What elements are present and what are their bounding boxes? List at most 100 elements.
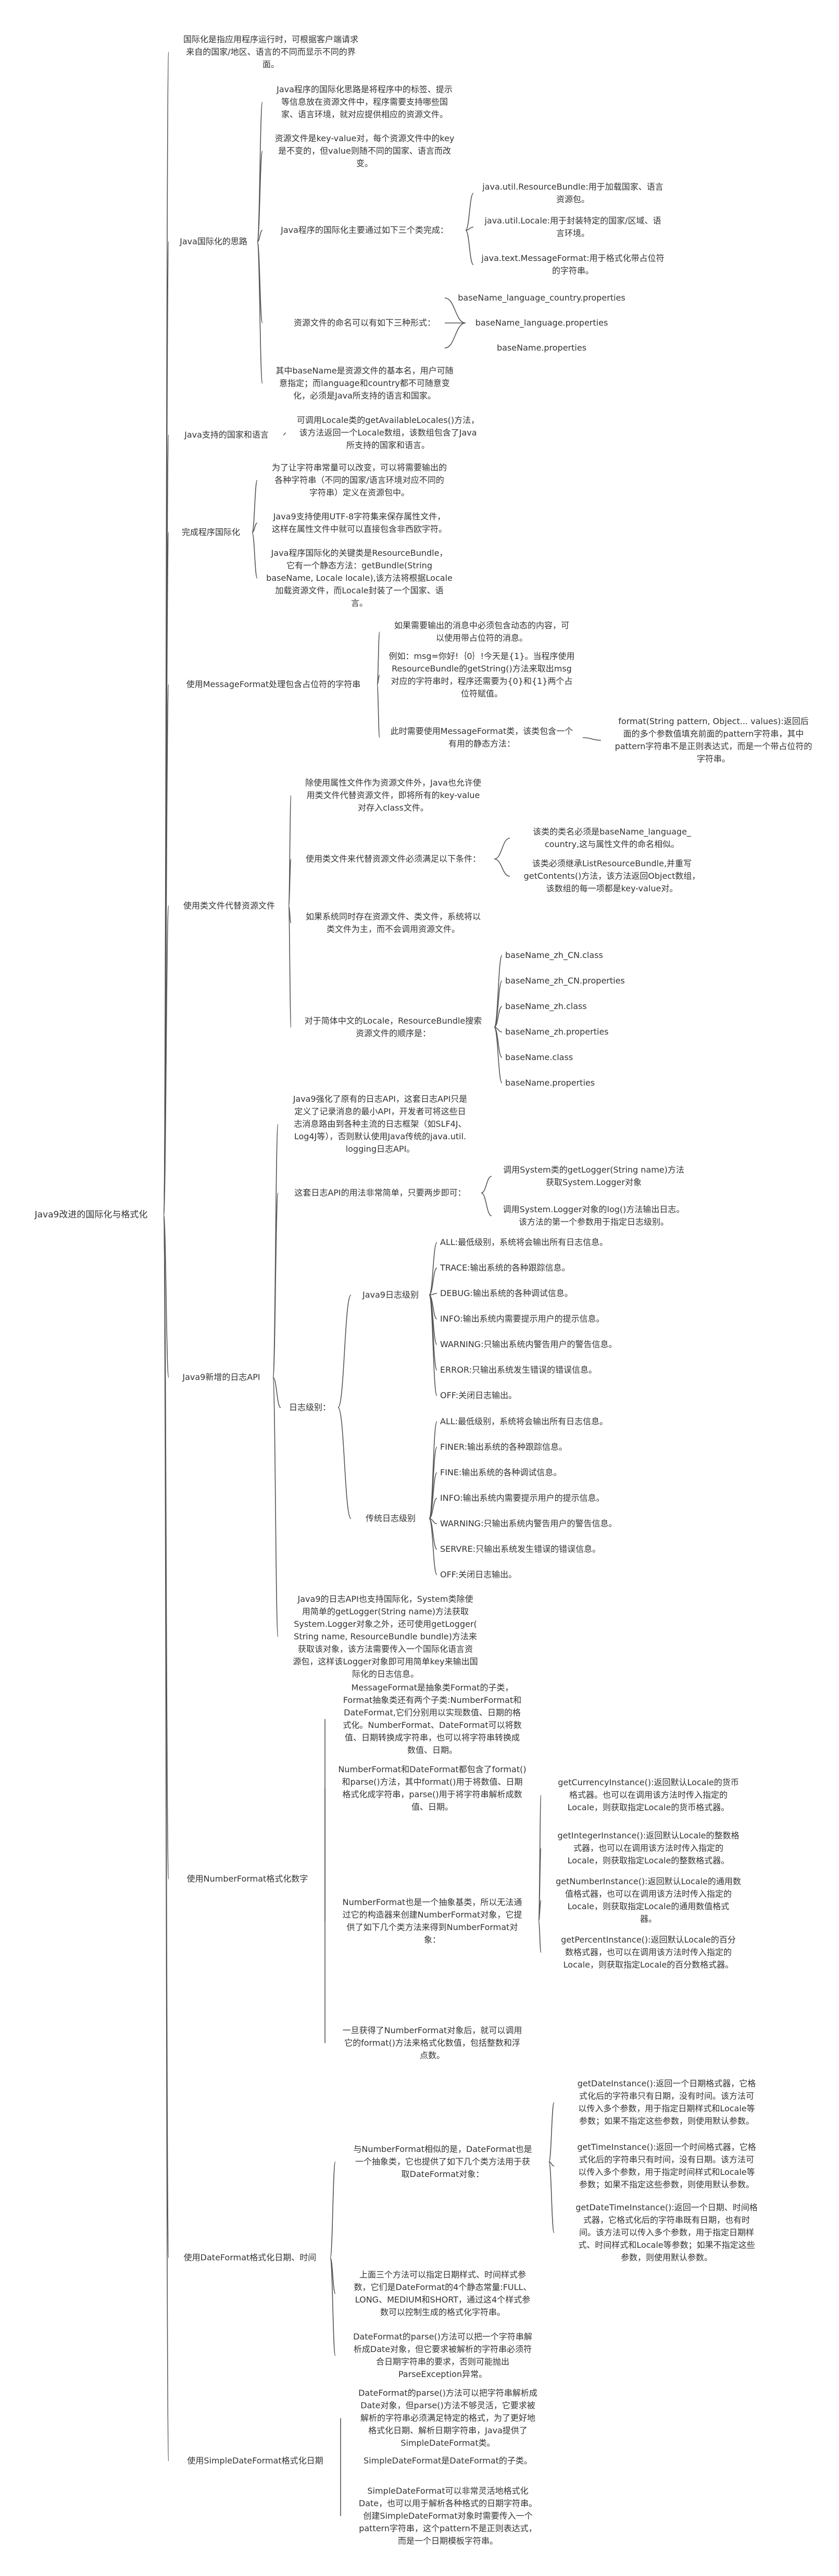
leaf-legacy-level-off[interactable]: OFF:关闭日志输出。 <box>440 1570 517 1579</box>
leaf-java9-level-debug[interactable]: DEBUG:输出系统的各种调试信息。 <box>440 1288 573 1298</box>
connector-b9-b9_3 <box>330 2257 336 2356</box>
leaf-gettimeinstance[interactable]: getTimeInstance():返回一个时间格式器，它格 式化后的字符串只有… <box>577 2142 756 2189</box>
leaf-legacy-level-fine[interactable]: FINE:输出系统的各种调试信息。 <box>440 1467 562 1477</box>
subtopic-search-order[interactable]: 对于简体中文的Locale，ResourceBundle搜索 资源文件的顺序是： <box>304 1016 482 1038</box>
leaf-java9-level-all[interactable]: ALL:最低级别，系统将会输出所有日志信息。 <box>440 1237 608 1247</box>
subtopic-i18n-resource-files[interactable]: Java程序的国际化思路是将程序中的标签、提示 等信息放在资源文件中，程序需要支… <box>277 84 453 119</box>
connector-b7_2-b7_2_1 <box>481 1176 492 1193</box>
subtopic-dateformat-parse[interactable]: DateFormat的parse()方法可以把一个字符串解 析成Date对象，但… <box>353 2332 532 2379</box>
connector-b8_3-b8_3_4 <box>538 1921 542 1953</box>
connector-root-b7 <box>163 1214 169 1378</box>
leaf-getdatetimeinstance[interactable]: getDateTimeInstance():返回一个日期、时间格 式器，它格式化… <box>575 2202 758 2262</box>
root-topic[interactable]: Java9改进的国际化与格式化 <box>34 1210 148 1220</box>
leaf-locale[interactable]: java.util.Locale:用于封装特定的国家/区域、语 言环境。 <box>484 216 661 238</box>
leaf-getpercentinstance[interactable]: getPercentInstance():返回默认Locale的百分 数格式器，… <box>561 1935 736 1970</box>
leaf-java9-level-info[interactable]: INFO:输出系统内需要提示用户的提示信息。 <box>440 1314 605 1324</box>
subtopic-logging-api-intro[interactable]: Java9强化了原有的日志API，这套日志API只是 定义了记录消息的最小API… <box>293 1094 468 1154</box>
subtopic-logging-two-steps[interactable]: 这套日志API的用法非常简单，只要两步即可： <box>294 1188 466 1198</box>
topic-dateformat[interactable]: 使用DateFormat格式化日期、时间 <box>183 2253 317 2262</box>
subtopic-getavailablelocales[interactable]: 可调用Locale类的getAvailableLocales()方法， 该方法返… <box>296 415 480 450</box>
leaf-legacy-level-warning[interactable]: WARNING:只输出系统内警告用户的警告信息。 <box>440 1519 617 1528</box>
topic-simpledateformat[interactable]: 使用SimpleDateFormat格式化日期 <box>187 2456 323 2466</box>
subtopic-legacy-log-levels[interactable]: 传统日志级别 <box>365 1513 416 1523</box>
connector-b7_3_2-b7_3_2_4 <box>429 1498 437 1519</box>
connector-b7_3-b7_3_1 <box>337 1295 352 1408</box>
leaf-legacy-level-finer[interactable]: FINER:输出系统的各种跟踪信息。 <box>440 1442 568 1452</box>
subtopic-logging-i18n[interactable]: Java9的日志API也支持国际化，System类除使 用简单的getLogge… <box>293 1594 478 1679</box>
subtopic-class-file-resources[interactable]: 除使用属性文件作为资源文件外，Java也允许使 用类文件代替资源文件，即将所有的… <box>305 778 481 813</box>
subtopic-utf8-properties[interactable]: Java9支持使用UTF-8字符集来保存属性文件， 这样在属性文件中就可以直接包… <box>271 512 447 534</box>
subtopic-class-file-conditions[interactable]: 使用类文件来代替资源文件必须满足以下条件： <box>305 854 481 864</box>
leaf-getintegerinstance[interactable]: getIntegerInstance():返回默认Locale的整数格 式器，也… <box>557 1831 740 1865</box>
leaf-java9-level-trace[interactable]: TRACE:输出系统的各种跟踪信息。 <box>440 1263 570 1273</box>
subtopic-three-classes[interactable]: Java程序的国际化主要通过如下三个类完成： <box>281 225 448 235</box>
leaf-java9-level-off[interactable]: OFF:关闭日志输出。 <box>440 1390 517 1400</box>
topic-numberformat[interactable]: 使用NumberFormat格式化数字 <box>186 1874 308 1884</box>
topic-supported-locales[interactable]: Java支持的国家和语言 <box>184 430 269 440</box>
connector-b9-b9_1 <box>330 2161 336 2258</box>
subtopic-key-value-pairs[interactable]: 资源文件是key-value对，每个资源文件中的key 是不变的，但value则… <box>274 133 455 168</box>
connector-b2_4-b2_4_1 <box>444 297 466 323</box>
leaf-getcurrencyinstance[interactable]: getCurrencyInstance():返回默认Locale的货币 格式器。… <box>558 1777 739 1812</box>
leaf-naming-form-1[interactable]: baseName_language_country.properties <box>458 293 625 303</box>
leaf-naming-form-2[interactable]: baseName_language.properties <box>475 318 608 328</box>
subtopic-format-and-parse[interactable]: NumberFormat和DateFormat都包含了format() 和par… <box>338 1764 527 1812</box>
topic-class-files[interactable]: 使用类文件代替资源文件 <box>183 901 275 911</box>
subtopic-basename[interactable]: 其中baseName是资源文件的基本名，用户可随 意指定；而language和c… <box>276 366 454 401</box>
connector-b7_2-b7_2_2 <box>481 1192 492 1216</box>
subtopic-simpledateformat-purpose[interactable]: DateFormat的parse()方法可以把字符串解析成 Date对象，但pa… <box>358 2388 537 2448</box>
connector-b7_3-b7_3_2 <box>337 1407 352 1519</box>
subtopic-string-constants[interactable]: 为了让字符串常量可以改变，可以将需要输出的 各种字符串（不同的国家/语言环境对应… <box>271 463 447 497</box>
connector-b7_3_2-b7_3_2_3 <box>429 1472 437 1519</box>
leaf-search-order-2[interactable]: baseName_zh_CN.properties <box>505 976 625 986</box>
leaf-listresourcebundle-rule[interactable]: 该类必须继承ListResourceBundle,并重写 getContents… <box>523 858 700 893</box>
leaf-messageformat[interactable]: java.text.MessageFormat:用于格式化带占位符 的字符串。 <box>481 253 665 276</box>
leaf-search-order-6[interactable]: baseName.properties <box>505 1078 595 1088</box>
leaf-log-step[interactable]: 调用System.Logger对象的log()方法输出日志。 该方法的第一个参数… <box>503 1204 685 1227</box>
subtopic-placeholder-example[interactable]: 例如：msg=你好!｛0｝!今天是{1}。当程序使用 ResourceBundl… <box>389 651 575 699</box>
subtopic-class-file-priority[interactable]: 如果系统同时存在资源文件、类文件，系统将以 类文件为主，而不会调用资源文件。 <box>305 912 481 934</box>
subtopic-log-levels[interactable]: 日志级别： <box>289 1402 331 1412</box>
leaf-resourcebundle[interactable]: java.util.ResourceBundle:用于加载国家、语言 资源包。 <box>482 182 663 204</box>
topic-messageformat[interactable]: 使用MessageFormat处理包含占位符的字符串 <box>186 679 361 689</box>
leaf-getlogger-step[interactable]: 调用System类的getLogger(String name)方法 获取Sys… <box>503 1165 684 1187</box>
subtopic-numberformat-factories[interactable]: NumberFormat也是一个抽象基类，所以无法通 过它的构造器来创建Numb… <box>342 1897 522 1945</box>
connector-b7-b7_4 <box>272 1377 279 1637</box>
connector-b2_4-b2_4_3 <box>444 322 466 349</box>
topic-complete-i18n[interactable]: 完成程序国际化 <box>181 527 240 537</box>
leaf-legacy-level-all[interactable]: ALL:最低级别，系统将会输出所有日志信息。 <box>440 1416 608 1426</box>
leaf-class-name-rule[interactable]: 该类的类名必须是baseName_language_ country,这与属性文… <box>533 827 691 849</box>
leaf-getnumberinstance[interactable]: getNumberInstance():返回默认Locale的通用数 值格式器，… <box>556 1876 741 1924</box>
leaf-search-order-3[interactable]: baseName_zh.class <box>505 1001 587 1011</box>
leaf-naming-form-3[interactable]: baseName.properties <box>496 343 587 353</box>
connector-b9_1-b9_1_2 <box>548 2161 555 2167</box>
subtopic-messageformat-class[interactable]: 此时需要使用MessageFormat类，该类包含一个 有用的静态方法： <box>390 726 573 749</box>
subtopic-simpledateformat-subclass[interactable]: SimpleDateFormat是DateFormat的子类。 <box>364 2456 532 2466</box>
leaf-java9-level-error[interactable]: ERROR:只输出系统发生错误的错误信息。 <box>440 1365 597 1375</box>
connector-b5-b5_3 <box>377 684 380 738</box>
topic-java9-logging-api[interactable]: Java9新增的日志API <box>182 1372 260 1382</box>
subtopic-dateformat-styles[interactable]: 上面三个方法可以指定日期样式、时间样式参 数，它们是DateFormat的4个静… <box>354 2270 532 2317</box>
leaf-search-order-1[interactable]: baseName_zh_CN.class <box>505 950 603 960</box>
subtopic-dateformat-factories[interactable]: 与NumberFormat相似的是，DateFormat也是 一个抽象类，它也提… <box>353 2144 532 2179</box>
connector-b7_3_1-b7_3_1_7 <box>429 1295 437 1396</box>
leaf-legacy-level-info[interactable]: INFO:输出系统内需要提示用户的提示信息。 <box>440 1493 605 1503</box>
subtopic-placeholder-message[interactable]: 如果需要输出的消息中必须包含动态的内容，可 以使用带占位符的消息。 <box>394 620 569 643</box>
connector-b7-b7_2 <box>272 1192 279 1378</box>
connector-b4-b4_3 <box>252 532 258 579</box>
leaf-search-order-4[interactable]: baseName_zh.properties <box>505 1027 609 1037</box>
leaf-getdateinstance[interactable]: getDateInstance():返回一个日期格式器，它格 式化后的字符串只有… <box>577 2079 756 2126</box>
subtopic-java9-log-levels[interactable]: Java9日志级别 <box>362 1290 419 1300</box>
leaf-search-order-5[interactable]: baseName.class <box>505 1052 573 1062</box>
topic-java-i18n-approach[interactable]: Java国际化的思路 <box>180 237 247 246</box>
leaf-format-method[interactable]: format(String pattern, Object... values)… <box>615 716 812 764</box>
leaf-java9-level-warning[interactable]: WARNING:只输出系统内警告用户的警告信息。 <box>440 1339 617 1349</box>
connector-b2_3-b2_3_3 <box>465 230 474 265</box>
subtopic-naming-forms[interactable]: 资源文件的命名可以有如下三种形式： <box>293 318 435 328</box>
topic-i18n-definition[interactable]: 国际化是指应用程序运行时，可根据客户端请求 来自的国家/地区、语言的不同而显示不… <box>183 34 358 69</box>
subtopic-numberformat-usage[interactable]: 一旦获得了NumberFormat对象后，就可以调用 它的format()方法来… <box>342 2025 522 2060</box>
subtopic-getbundle[interactable]: Java程序国际化的关键类是ResourceBundle， 它有一个静态方法：g… <box>266 548 453 608</box>
subtopic-format-subclasses[interactable]: MessageFormat是抽象类Format的子类， Format抽象类还有两… <box>343 1683 522 1755</box>
subtopic-simpledateformat-pattern[interactable]: SimpleDateFormat可以非常灵活地格式化 Date，也可以用于解析各… <box>358 2486 537 2546</box>
leaf-legacy-level-servre[interactable]: SERVRE:只输出系统发生错误的错误信息。 <box>440 1544 601 1554</box>
